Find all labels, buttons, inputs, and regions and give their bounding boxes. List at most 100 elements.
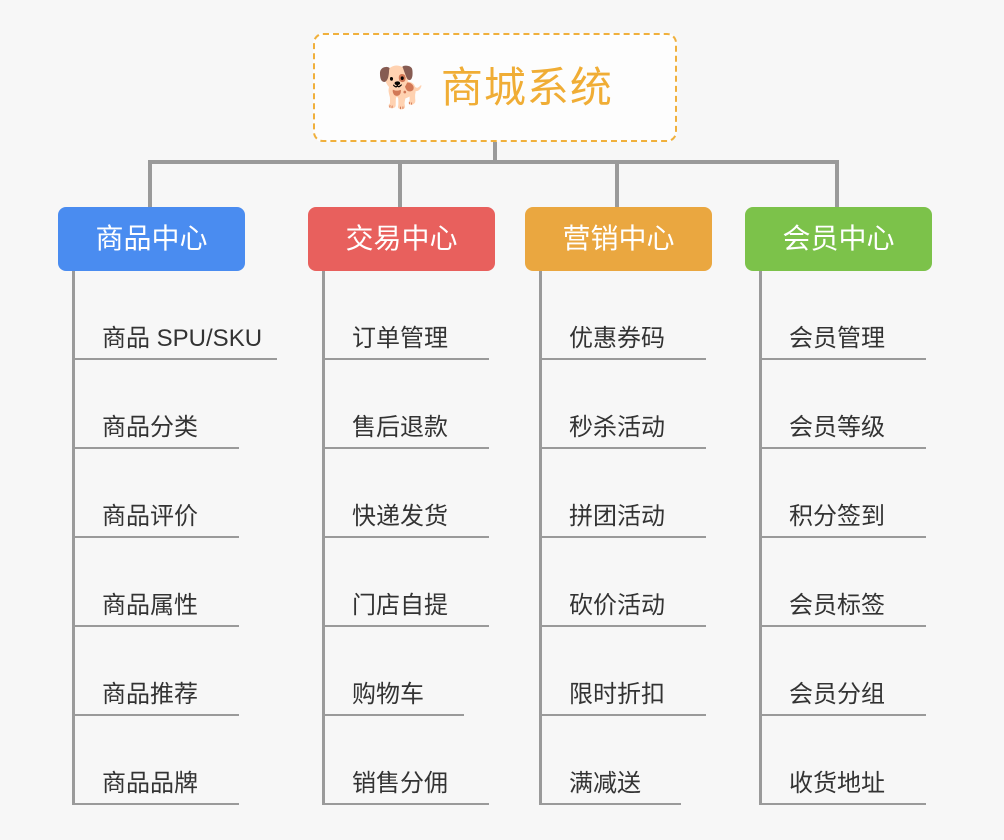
root-node[interactable]: 🐕 商城系统 <box>313 33 677 142</box>
leaf-underline <box>72 714 239 716</box>
leaf-item-label: 购物车 <box>352 681 424 708</box>
leaf-item-label: 门店自提 <box>352 592 448 619</box>
root-title: 商城系统 <box>440 63 613 111</box>
leaf-underline <box>72 803 239 805</box>
leaf-underline <box>322 358 489 360</box>
leaf-item[interactable]: 秒杀活动 <box>539 360 712 449</box>
leaf-underline <box>72 625 239 627</box>
root-stem-connector <box>493 142 497 164</box>
leaf-item[interactable]: 拼团活动 <box>539 449 712 538</box>
leaf-list-trade-center: 订单管理售后退款快递发货门店自提购物车销售分佣 <box>322 271 495 805</box>
leaf-item[interactable]: 商品评价 <box>72 449 245 538</box>
leaf-item-label: 商品属性 <box>102 592 198 619</box>
leaf-item[interactable]: 购物车 <box>322 627 495 716</box>
leaf-item[interactable]: 快递发货 <box>322 449 495 538</box>
category-header-product-center[interactable]: 商品中心 <box>58 207 245 271</box>
leaf-underline <box>539 625 706 627</box>
leaf-item-label: 商品分类 <box>102 414 198 441</box>
leaf-spine-connector <box>759 271 762 805</box>
leaf-item-label: 秒杀活动 <box>569 414 665 441</box>
leaf-item[interactable]: 满减送 <box>539 716 712 805</box>
leaf-item-label: 拼团活动 <box>569 503 665 530</box>
leaf-list-member-center: 会员管理会员等级积分签到会员标签会员分组收货地址 <box>759 271 932 805</box>
leaf-item[interactable]: 商品 SPU/SKU <box>72 271 277 360</box>
leaf-item[interactable]: 售后退款 <box>322 360 495 449</box>
leaf-item[interactable]: 积分签到 <box>759 449 932 538</box>
leaf-underline <box>759 625 926 627</box>
leaf-item[interactable]: 优惠券码 <box>539 271 712 360</box>
leaf-underline <box>322 803 489 805</box>
leaf-underline <box>539 358 706 360</box>
category-header-member-center[interactable]: 会员中心 <box>745 207 932 271</box>
leaf-item[interactable]: 商品分类 <box>72 360 245 449</box>
category-label: 交易中心 <box>345 223 458 254</box>
leaf-item-label: 会员等级 <box>789 414 885 441</box>
leaf-spine-connector <box>539 271 542 805</box>
leaf-item-label: 限时折扣 <box>569 681 665 708</box>
leaf-item[interactable]: 会员分组 <box>759 627 932 716</box>
leaf-underline <box>72 358 277 360</box>
leaf-item[interactable]: 会员等级 <box>759 360 932 449</box>
leaf-underline <box>322 625 489 627</box>
category-stem-connector <box>835 160 839 207</box>
leaf-item[interactable]: 会员管理 <box>759 271 932 360</box>
leaf-spine-connector <box>322 271 325 805</box>
leaf-underline <box>539 714 706 716</box>
leaf-item[interactable]: 商品属性 <box>72 538 245 627</box>
leaf-spine-connector <box>72 271 75 805</box>
leaf-item-label: 砍价活动 <box>569 592 665 619</box>
leaf-list-product-center: 商品 SPU/SKU 商品分类商品评价商品属性商品推荐商品品牌 <box>72 271 277 805</box>
leaf-underline <box>759 536 926 538</box>
leaf-item[interactable]: 收货地址 <box>759 716 932 805</box>
category-column-trade-center: 交易中心订单管理售后退款快递发货门店自提购物车销售分佣 <box>308 160 495 805</box>
leaf-item[interactable]: 砍价活动 <box>539 538 712 627</box>
leaf-item[interactable]: 门店自提 <box>322 538 495 627</box>
category-bus-connector <box>150 160 838 164</box>
leaf-item-label: 快递发货 <box>352 503 448 530</box>
category-header-trade-center[interactable]: 交易中心 <box>308 207 495 271</box>
leaf-item-label: 商品品牌 <box>102 770 198 797</box>
category-label: 营销中心 <box>562 223 675 254</box>
leaf-underline <box>539 536 706 538</box>
category-label: 商品中心 <box>95 223 208 254</box>
category-stem-connector <box>148 160 152 207</box>
leaf-item-label: 收货地址 <box>789 770 885 797</box>
leaf-item[interactable]: 销售分佣 <box>322 716 495 805</box>
leaf-underline <box>759 803 926 805</box>
leaf-underline <box>72 447 239 449</box>
leaf-item-label: 积分签到 <box>789 503 885 530</box>
leaf-underline <box>539 803 681 805</box>
category-label: 会员中心 <box>782 223 895 254</box>
leaf-item-label: 会员标签 <box>789 592 885 619</box>
leaf-underline <box>322 536 489 538</box>
leaf-item[interactable]: 订单管理 <box>322 271 495 360</box>
leaf-underline <box>322 714 464 716</box>
shiba-dog-icon: 🐕 <box>377 65 427 110</box>
category-stem-connector <box>615 160 619 207</box>
leaf-item-label: 销售分佣 <box>352 770 448 797</box>
leaf-item-label: 售后退款 <box>352 414 448 441</box>
leaf-underline <box>759 447 926 449</box>
category-column-member-center: 会员中心会员管理会员等级积分签到会员标签会员分组收货地址 <box>745 160 932 805</box>
leaf-list-marketing-center: 优惠券码秒杀活动拼团活动砍价活动限时折扣满减送 <box>539 271 712 805</box>
leaf-item-label: 满减送 <box>569 770 641 797</box>
leaf-item-label: 会员管理 <box>789 325 885 352</box>
leaf-item-label: 商品评价 <box>102 503 198 530</box>
leaf-item-label: 商品推荐 <box>102 681 198 708</box>
category-column-marketing-center: 营销中心优惠券码秒杀活动拼团活动砍价活动限时折扣满减送 <box>525 160 712 805</box>
leaf-underline <box>759 358 926 360</box>
category-stem-connector <box>398 160 402 207</box>
category-header-marketing-center[interactable]: 营销中心 <box>525 207 712 271</box>
leaf-item[interactable]: 商品推荐 <box>72 627 245 716</box>
leaf-underline <box>72 536 239 538</box>
leaf-item-label: 商品 SPU/SKU <box>102 325 263 352</box>
leaf-underline <box>539 447 706 449</box>
leaf-item[interactable]: 会员标签 <box>759 538 932 627</box>
leaf-item-label: 订单管理 <box>352 325 448 352</box>
leaf-underline <box>759 714 926 716</box>
leaf-item[interactable]: 限时折扣 <box>539 627 712 716</box>
leaf-item-label: 优惠券码 <box>569 325 665 352</box>
leaf-item[interactable]: 商品品牌 <box>72 716 245 805</box>
leaf-underline <box>322 447 489 449</box>
leaf-item-label: 会员分组 <box>789 681 885 708</box>
